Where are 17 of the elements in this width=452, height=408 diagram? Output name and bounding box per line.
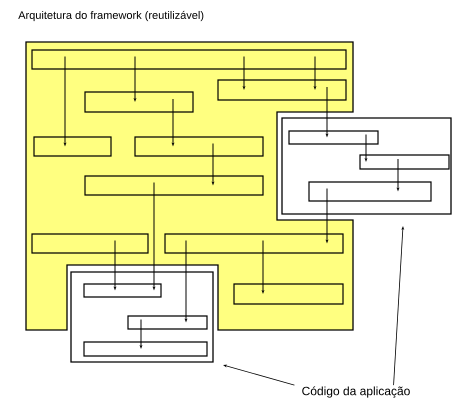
- module-box: [134, 136, 264, 157]
- module-box: [83, 283, 162, 298]
- module-box: [33, 136, 112, 157]
- module-box: [233, 283, 344, 305]
- module-box: [308, 181, 432, 202]
- module-box: [164, 233, 344, 254]
- node-label: Arquitetura do framework (reutilizável): [18, 10, 204, 22]
- module-box: [217, 79, 347, 101]
- module-box: [31, 233, 149, 254]
- module-box: [288, 130, 379, 145]
- module-box: [83, 341, 208, 357]
- module-box: [359, 154, 450, 170]
- caption: Código da aplicação: [302, 386, 410, 398]
- module-box: [84, 175, 264, 196]
- module-box: [31, 49, 347, 70]
- module-box: [84, 91, 194, 113]
- module-box: [127, 315, 208, 330]
